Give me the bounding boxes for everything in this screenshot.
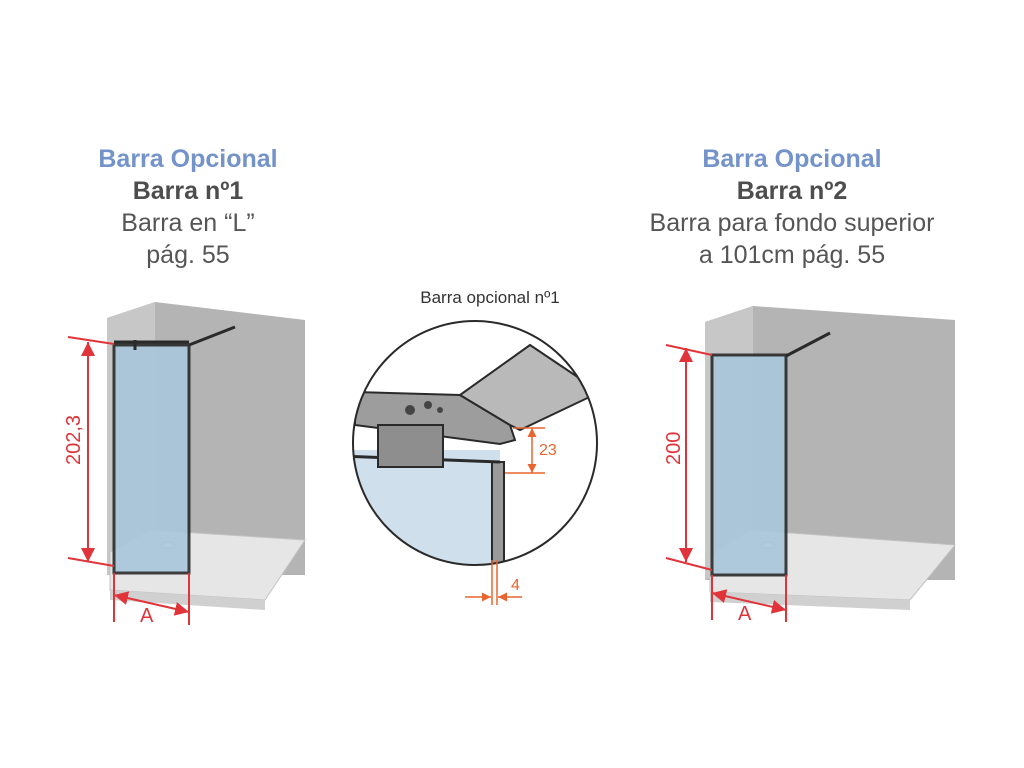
left-width-dim-line [113, 591, 190, 616]
left-description-line2: pág. 55 [146, 241, 230, 269]
left-height-ext-bottom [67, 557, 115, 567]
left-description-line1: Barra en “L” [121, 209, 255, 237]
left-bar-number: Barra nº1 [132, 177, 244, 205]
left-shower-illustration: 202,3 A [63, 302, 306, 627]
right-height-dim-label: 200 [663, 432, 685, 465]
left-height-ext-top [67, 336, 115, 345]
detail-thickness-dim-label: 4 [511, 577, 520, 594]
detail-glass-pane [353, 450, 500, 565]
left-caption: Barra Opcional Barra nº1 Barra en “L” pá… [58, 143, 318, 271]
right-bar-number: Barra nº2 [736, 177, 848, 205]
detail-title: Barra opcional nº1 [420, 288, 560, 307]
detail-bar-arm [458, 343, 597, 432]
left-height-dim-label: 202,3 [63, 415, 85, 465]
detail-screw-1 [405, 405, 415, 415]
left-bar-l-2 [188, 325, 236, 347]
right-caption: Barra Opcional Barra nº2 Barra para fond… [600, 143, 984, 271]
left-glass-panel [112, 343, 191, 575]
detail-clamp [377, 424, 444, 468]
left-width-dim-label: A [140, 605, 154, 627]
detail-circle-outline [352, 320, 598, 566]
right-description-line1: Barra para fondo superior [649, 209, 935, 237]
right-glass-panel [710, 353, 788, 577]
right-shower-illustration: 200 A [663, 306, 956, 625]
detail-illustration: 23 4 [352, 320, 598, 605]
right-width-dim-label: A [738, 603, 752, 625]
right-optional-label: Barra Opcional [702, 145, 882, 173]
right-width-dim-line [711, 589, 787, 614]
left-optional-label: Barra Opcional [98, 145, 278, 173]
detail-screw-2 [424, 401, 432, 409]
right-height-ext-bottom [665, 557, 713, 571]
right-height-ext-top [665, 344, 713, 356]
detail-height-dim-label: 23 [539, 442, 557, 459]
right-description-line2: a 101cm pág. 55 [698, 241, 886, 269]
right-support-bar [785, 331, 831, 358]
detail-screw-3 [437, 407, 443, 413]
